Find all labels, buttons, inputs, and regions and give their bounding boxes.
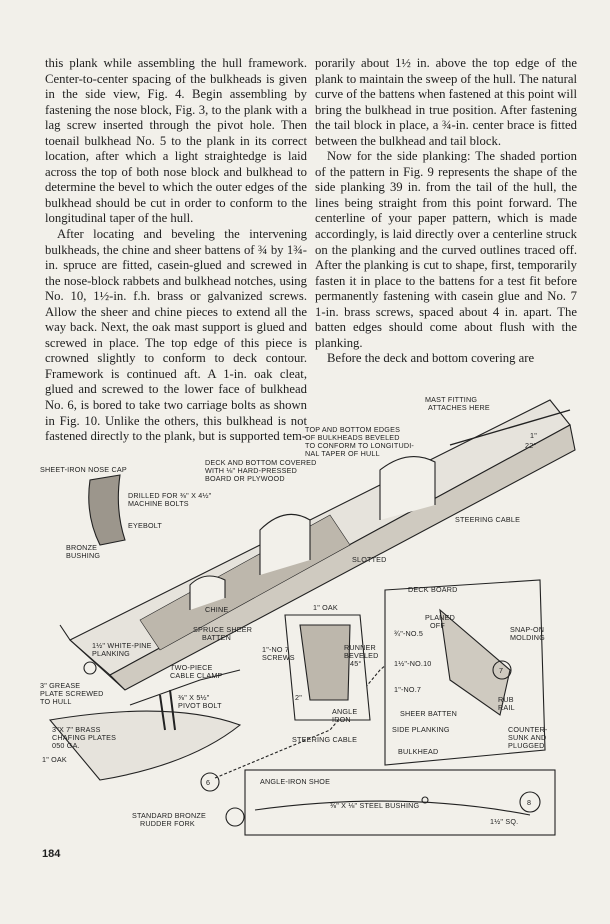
right-column: porarily about 1½ in. above the top edge… (315, 56, 577, 367)
label-no10: 1½"-NO.10 (394, 659, 432, 668)
left-column: this plank while assembling the hull fra… (45, 56, 307, 445)
label-steel-bushing: ⅜" X ⅛" STEEL BUSHING (330, 801, 420, 810)
label-eyebolt: EYEBOLT (128, 521, 162, 530)
label-angle: 22° (525, 441, 536, 450)
label-steering-cable: STEERING CABLE (455, 515, 520, 524)
paragraph: Before the deck and bottom covering are (327, 351, 535, 366)
paragraph: Now for the side planking: The shaded po… (315, 149, 577, 350)
label-chine: CHINE (205, 605, 228, 614)
label-deck-board: DECK BOARD (408, 585, 458, 594)
label-oak-center: 1" OAK (313, 603, 338, 612)
label-square: 1½" SQ. (490, 817, 518, 826)
label-angle-iron-shoe: ANGLE-IRON SHOE (260, 777, 330, 786)
label-drilled: DRILLED FOR ⅜" X 4½"MACHINE BOLTS (128, 491, 212, 508)
figure-number-7: 7 (499, 666, 503, 675)
paragraph: After locating and beveling the interven… (45, 227, 307, 444)
label-no7: 1"-NO.7 (394, 685, 421, 694)
figure-number-8: 8 (527, 798, 531, 807)
label-oak: 1" OAK (42, 755, 67, 764)
label-bulkhead: BULKHEAD (398, 747, 438, 756)
label-sheer-batten: SHEER BATTEN (400, 709, 457, 718)
page-number: 184 (42, 848, 61, 860)
label-dimension: 1" (530, 431, 537, 440)
paragraph: porarily about 1½ in. above the top edge… (315, 56, 577, 148)
figure-number-6: 6 (206, 778, 210, 787)
label-no5: ¾"-NO.5 (394, 629, 423, 638)
label-nose-cap: SHEET-IRON NOSE CAP (40, 465, 127, 474)
label-side-planking: SIDE PLANKING (392, 725, 450, 734)
label-pivot-bolt: ⅜" X 5½"PIVOT BOLT (178, 693, 222, 710)
label-steering-cable-lower: STEERING CABLE (292, 735, 357, 744)
label-slotted: SLOTTED (352, 555, 387, 564)
label-dimension-2: 2" (295, 693, 302, 702)
paragraph: this plank while assembling the hull fra… (45, 56, 307, 226)
